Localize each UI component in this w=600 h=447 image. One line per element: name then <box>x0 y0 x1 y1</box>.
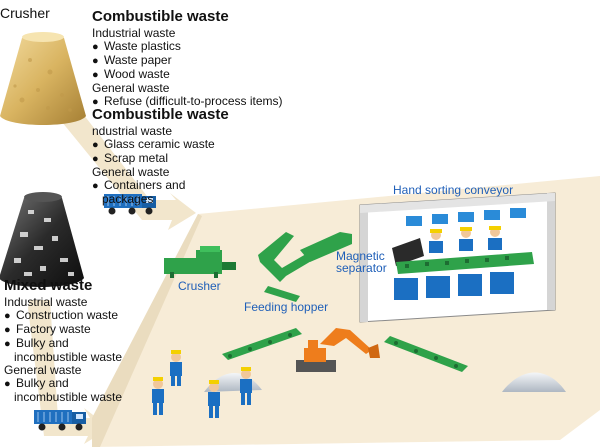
truck-lower <box>34 410 86 431</box>
block-combustible-2: Combustible waste ndustrial waste Glass … <box>92 106 292 206</box>
list-item: Bulky and incombustible waste <box>4 377 126 404</box>
category-label: General waste <box>92 165 170 179</box>
list-item: Factory waste <box>4 323 149 337</box>
category-label: ndustrial waste <box>92 124 173 138</box>
yard-workers <box>152 350 252 418</box>
block-combustible-1: Combustible waste Industrial waste Waste… <box>92 8 332 109</box>
list-item: Construction waste <box>4 309 149 323</box>
list-item: Refuse (difficult-to-process items) <box>92 95 332 109</box>
label-feeding-hopper: Feeding hopper <box>244 300 329 314</box>
crusher-cone-dark <box>0 192 84 287</box>
label-separator: separator <box>336 261 387 275</box>
crusher-cone-gold <box>0 32 86 125</box>
list-item: Bulky and incombustible waste <box>4 337 126 364</box>
sorting-bins <box>394 272 514 300</box>
floor-conveyor-left <box>222 328 302 360</box>
sorting-building <box>359 192 556 323</box>
block-title: Combustible waste <box>92 106 229 123</box>
block-title: Mixed waste <box>4 277 93 294</box>
category-label: General waste <box>92 81 170 95</box>
category-label: Industrial waste <box>4 295 88 309</box>
category-label: General waste <box>4 363 82 377</box>
pile-right <box>502 372 566 392</box>
crusher-machine <box>164 246 236 278</box>
category-label: Industrial waste <box>92 26 176 40</box>
sorting-workers <box>429 226 502 253</box>
windows <box>406 208 526 226</box>
magnetic-separator <box>392 238 424 266</box>
list-item: Waste paper <box>92 54 332 68</box>
block-mixed: Mixed waste Industrial waste Constructio… <box>4 277 149 404</box>
list-item: Containers and packages <box>92 179 202 206</box>
list-item: Glass ceramic waste <box>92 138 292 152</box>
list-item: Scrap metal <box>92 152 292 166</box>
label-hand-sorting-conveyor: Hand sorting conveyor <box>393 183 514 197</box>
block-title: Combustible waste <box>92 8 229 25</box>
floor-conveyor-right <box>384 336 468 372</box>
feeding-hopper <box>258 232 352 302</box>
list-item: Wood waste <box>92 68 332 82</box>
list-item: Waste plastics <box>92 40 332 54</box>
excavator <box>296 328 380 372</box>
crusher-heading: Crusher <box>0 5 50 21</box>
label-magnetic: Magnetic <box>336 249 385 263</box>
label-crusher: Crusher <box>178 279 221 293</box>
